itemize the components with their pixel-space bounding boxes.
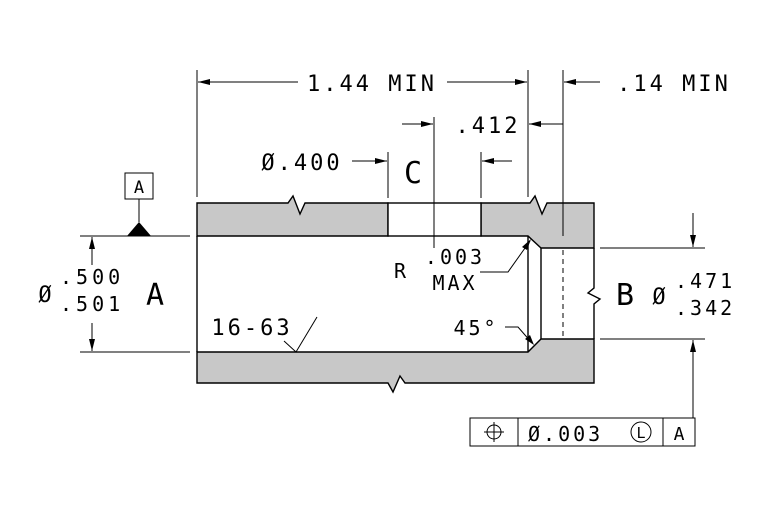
corner-radius-val: .003 — [425, 245, 485, 269]
dim-lip-min-text: .14 MIN — [617, 72, 731, 97]
bore-dia-symbol: Ø — [38, 283, 51, 308]
note-chamfer: 45° — [453, 316, 534, 345]
note-corner-radius: R .003 MAX — [394, 239, 531, 295]
dim-bore-dia: Ø .500 .501 A — [38, 235, 190, 353]
hole-letter-c: C — [404, 156, 422, 191]
fcf-tolerance: Ø.003 — [528, 422, 603, 446]
dim-length-min: 1.44 MIN — [196, 70, 529, 197]
dim-lip-min: .14 MIN — [562, 70, 731, 236]
position-icon — [484, 422, 504, 442]
lmc-modifier-icon — [630, 421, 652, 443]
outer-label-b: B — [616, 278, 634, 313]
bore-label-a: A — [146, 278, 164, 313]
feature-control-frame: Ø.003 L A — [469, 417, 696, 447]
chamfer-text: 45° — [453, 316, 498, 340]
surface-finish-text: 16-63 — [211, 316, 292, 341]
dim-hole-dia-text: Ø.400 — [261, 151, 342, 176]
outer-dia-upper: .471 — [675, 269, 735, 293]
bottom-wall — [196, 338, 595, 394]
dim-hole-dia: Ø.400 C — [261, 151, 512, 198]
surface-finish-icon — [283, 316, 318, 353]
dim-outer-dia: B Ø .471 .342 — [600, 213, 735, 418]
bore-dia-upper: .500 — [60, 265, 124, 289]
datum-triangle-icon — [127, 222, 151, 236]
corner-radius-r: R — [394, 259, 407, 283]
top-wall-left — [196, 194, 389, 237]
top-wall-right — [480, 194, 595, 249]
outer-dia-lower: .342 — [675, 296, 735, 320]
outer-dia-symbol: Ø — [652, 285, 665, 310]
note-surface-finish: 16-63 — [211, 316, 318, 353]
dim-hole-location-text: .412 — [456, 114, 521, 139]
bore-dia-lower: .501 — [60, 292, 124, 316]
fcf-modifier: L — [636, 424, 645, 442]
dim-hole-location: .412 — [402, 114, 563, 248]
fcf-datum: A — [674, 424, 685, 445]
part-body — [196, 194, 602, 394]
break-mark-right — [586, 248, 602, 339]
corner-radius-max: MAX — [432, 271, 477, 295]
datum-feature-symbol: A — [124, 172, 154, 236]
datum-feature-label: A — [134, 178, 144, 198]
dim-length-min-text: 1.44 MIN — [307, 72, 437, 97]
